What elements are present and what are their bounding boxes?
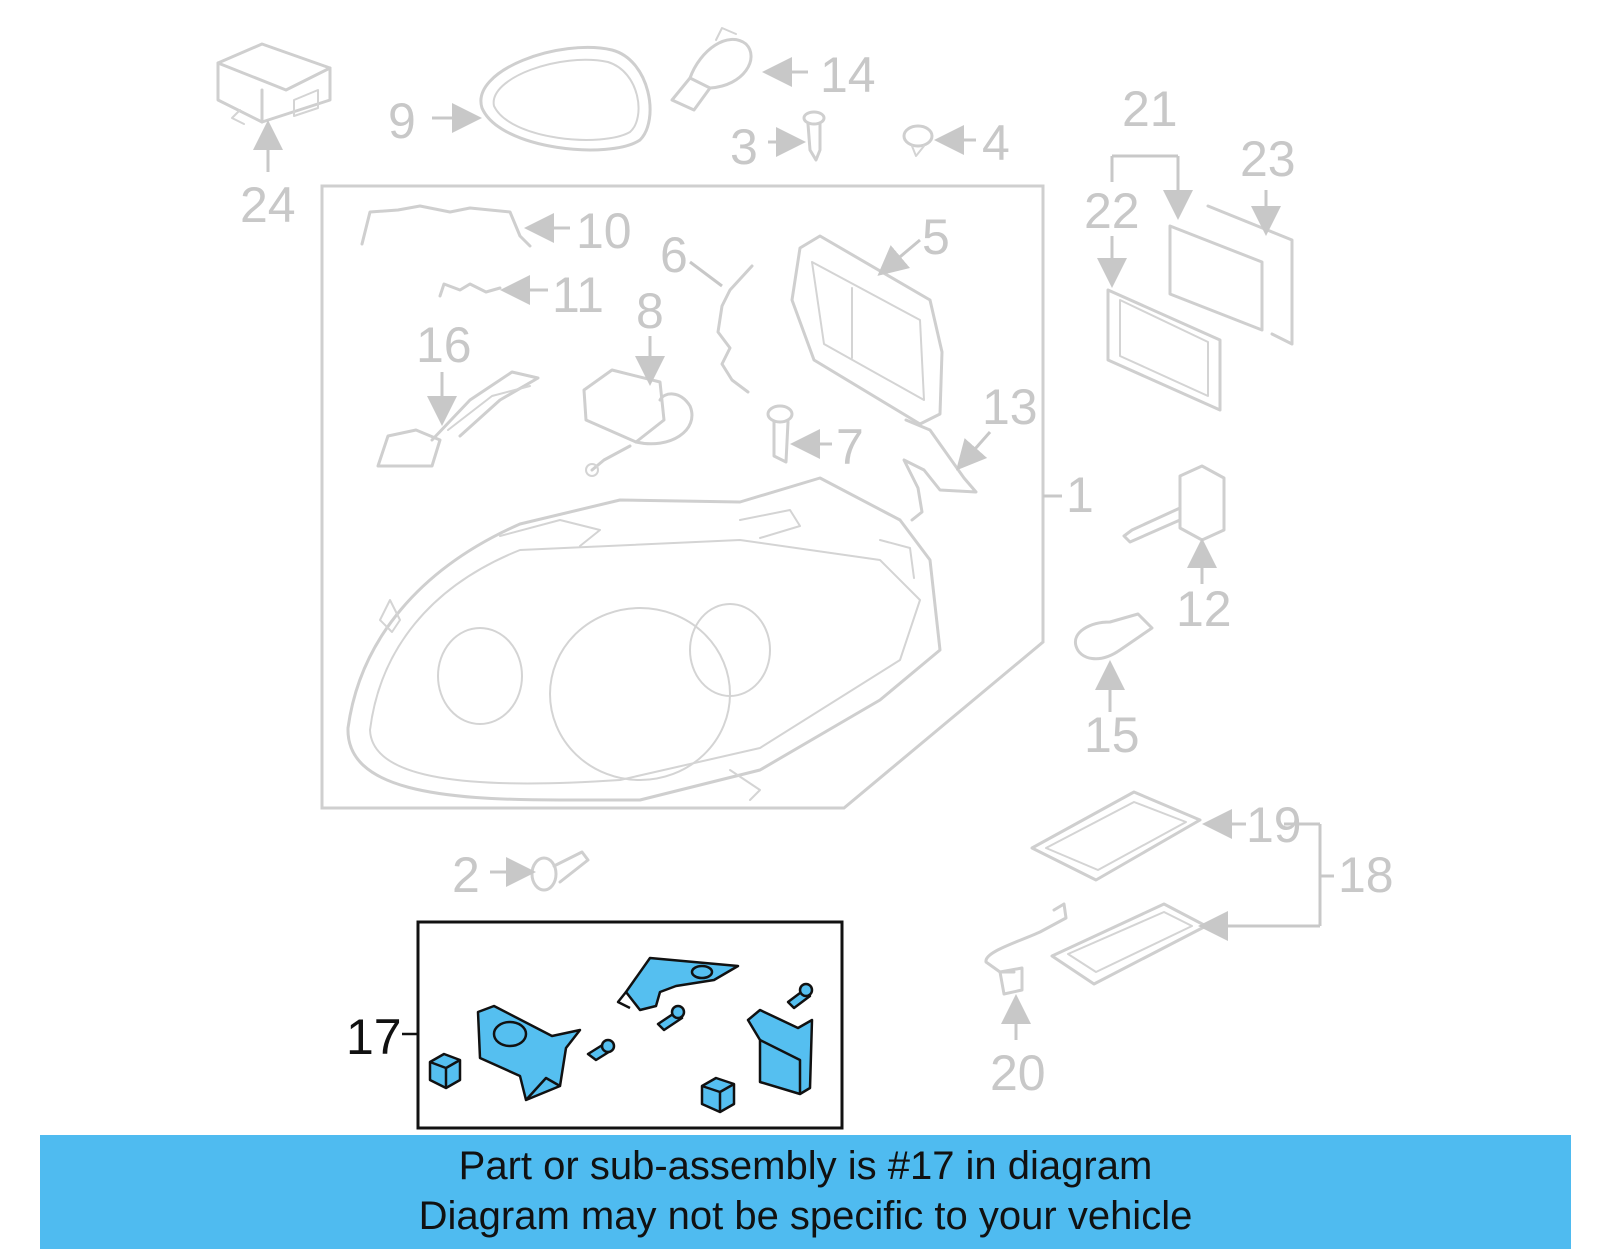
callout-2: 2 [452,847,480,903]
screw-3 [802,110,826,162]
callout-14: 14 [820,47,876,103]
control-module-24 [216,42,332,125]
callout-1: 1 [1066,467,1094,523]
bulb-14 [670,27,753,112]
frame-bracket-5 [790,234,944,426]
wire-bracket-13 [902,418,978,522]
screw-2 [530,850,590,892]
wire-11 [438,282,502,298]
callout-4: 4 [982,115,1010,171]
wedge-bulb-15 [1073,612,1154,661]
ballast-unit-18 [1050,902,1208,986]
headlamp-housing-1 [346,476,942,802]
callout-16: 16 [416,317,472,373]
harness-10 [360,204,532,248]
seal-ring-9 [479,45,652,152]
callout-10: 10 [576,203,632,259]
assembly-frame [320,184,1045,810]
callout-11: 11 [552,267,604,323]
callout-21: 21 [1122,81,1178,137]
ballast-lid-19 [1030,790,1202,882]
banner-line-disclaimer: Diagram may not be specific to your vehi… [418,1194,1193,1238]
callout-22: 22 [1084,183,1140,239]
igniter-cable-20 [984,902,1068,996]
clip-4 [902,124,934,157]
info-banner: Part or sub-assembly is #17 in diagram D… [40,1135,1571,1249]
callout-23: 23 [1240,131,1296,187]
banner-line-part-reference: Part or sub-assembly is #17 in diagram [458,1144,1153,1188]
callout-20: 20 [990,1045,1046,1101]
actuator-8 [582,368,694,477]
callout-17: 17 [346,1009,402,1065]
hid-bulb-12 [1122,464,1226,544]
callout-6: 6 [660,227,688,283]
callout-9: 9 [388,93,416,149]
callout-15: 15 [1084,707,1140,763]
sub-assembly-17-box [416,920,844,1130]
lens-covers-21-22-23 [1106,204,1294,412]
callout-18: 18 [1338,847,1394,903]
cable-6 [716,264,754,394]
callout-3: 3 [730,119,758,175]
callout-24: 24 [240,177,296,233]
bolt-7 [766,404,794,464]
callout-5: 5 [922,209,950,265]
callout-12: 12 [1176,581,1232,637]
bulb-harness-16 [376,370,540,468]
callout-7: 7 [836,419,864,475]
callout-13: 13 [982,379,1038,435]
repair-kit-17 [428,956,814,1114]
callout-8: 8 [636,283,664,339]
